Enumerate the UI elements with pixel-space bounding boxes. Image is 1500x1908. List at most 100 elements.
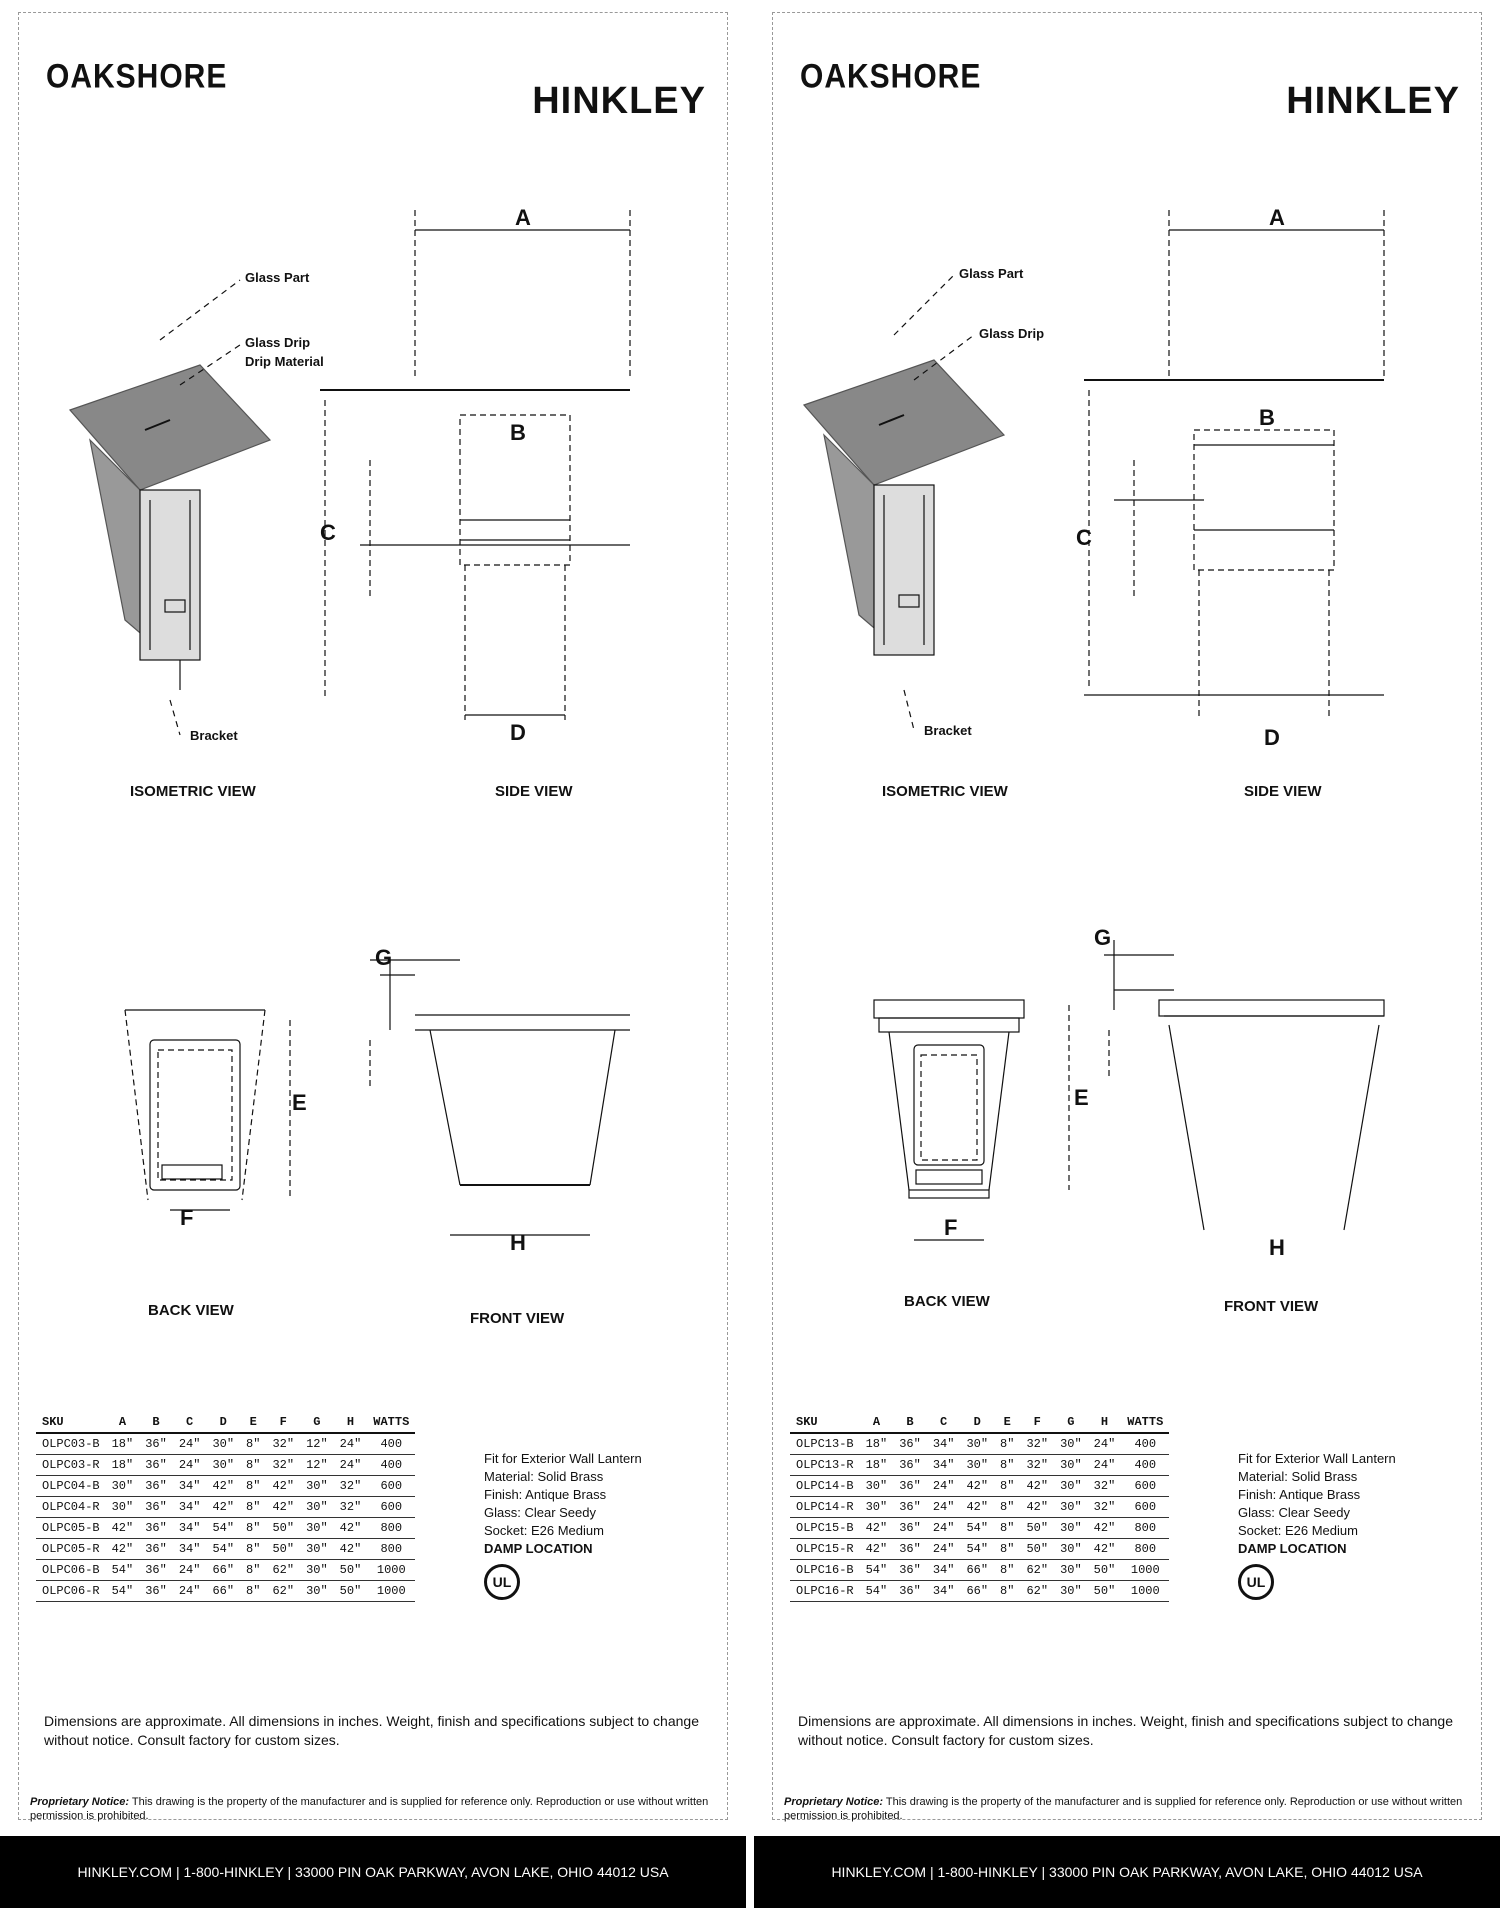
ul-certification-icon: UL <box>484 1564 520 1600</box>
table-cell: 50" <box>1020 1517 1055 1539</box>
col-header: G <box>1054 1412 1088 1434</box>
col-header: B <box>893 1412 927 1434</box>
table-cell: 400 <box>1121 1433 1170 1455</box>
table-cell: 24" <box>1087 1454 1122 1476</box>
back-view-drawing <box>124 1009 291 1211</box>
table-cell: 8" <box>994 1475 1021 1497</box>
legal-title: Proprietary Notice: <box>784 1796 884 1808</box>
sheet-frame <box>772 12 1482 1820</box>
table-cell: 1000 <box>367 1580 416 1602</box>
table-cell: 62" <box>1020 1580 1055 1602</box>
table-cell: 36" <box>893 1559 927 1581</box>
table-cell: 42" <box>206 1496 241 1518</box>
table-cell: 8" <box>994 1454 1021 1476</box>
dim-label-f: F <box>180 1205 193 1230</box>
dim-label-h: H <box>510 1230 526 1255</box>
table-cell: 8" <box>994 1559 1021 1581</box>
table-cell: 36" <box>893 1496 927 1518</box>
table-cell: OLPC05-R <box>36 1538 106 1560</box>
table-cell: OLPC03-R <box>36 1454 106 1476</box>
table-cell: 30" <box>206 1454 241 1476</box>
table-cell: 18" <box>105 1433 140 1455</box>
table-cell: 36" <box>139 1496 173 1518</box>
table-cell: 36" <box>893 1454 927 1476</box>
table-cell: 54" <box>859 1580 894 1602</box>
table-cell: 24" <box>172 1454 207 1476</box>
note-line: Socket: E26 Medium <box>484 1523 604 1538</box>
table-cell: 34" <box>172 1475 207 1497</box>
col-header: E <box>994 1412 1021 1434</box>
table-cell: 42" <box>333 1517 368 1539</box>
table-cell: 50" <box>1087 1559 1122 1581</box>
table-cell: 42" <box>960 1496 995 1518</box>
table-cell: OLPC16-R <box>790 1580 860 1602</box>
table-cell: 54" <box>960 1538 995 1560</box>
table-cell: 54" <box>960 1517 995 1539</box>
table-cell: 66" <box>960 1580 995 1602</box>
dim-label-b: B <box>1259 405 1275 430</box>
table-cell: OLPC06-B <box>36 1559 106 1581</box>
dim-label-b: B <box>510 420 526 445</box>
callout-glass-drip: Glass Drip <box>979 326 1044 341</box>
col-header: H <box>1087 1412 1122 1434</box>
col-header: C <box>172 1412 207 1434</box>
table-cell: 50" <box>1020 1538 1055 1560</box>
table-cell: 30" <box>1054 1433 1088 1455</box>
dim-label-e: E <box>1074 1085 1089 1110</box>
table-cell: 24" <box>172 1580 207 1602</box>
table-cell: 8" <box>240 1538 267 1560</box>
table-cell: 50" <box>266 1538 301 1560</box>
spec-sheet-right: OAKSHORE HINKLEY <box>754 0 1500 1908</box>
legal-title: Proprietary Notice: <box>30 1796 130 1808</box>
table-cell: 24" <box>926 1496 961 1518</box>
dimensions-footnote: Dimensions are approximate. All dimensio… <box>44 1713 699 1748</box>
table-cell: 24" <box>926 1517 961 1539</box>
col-header: B <box>139 1412 173 1434</box>
table-cell: 600 <box>1121 1496 1170 1518</box>
table-cell: 32" <box>1087 1496 1122 1518</box>
table-cell: 800 <box>1121 1517 1170 1539</box>
table-cell: 54" <box>105 1580 140 1602</box>
table-cell: 34" <box>926 1559 961 1581</box>
dim-label-a: A <box>1269 205 1285 230</box>
table-cell: 42" <box>1020 1496 1055 1518</box>
table-cell: 8" <box>240 1475 267 1497</box>
table-cell: 62" <box>1020 1559 1055 1581</box>
brand-name: OAKSHORE <box>46 57 228 96</box>
brand-name: OAKSHORE <box>800 57 982 96</box>
table-cell: 30" <box>1054 1517 1088 1539</box>
table-cell: 18" <box>105 1454 140 1476</box>
table-cell: 8" <box>240 1580 267 1602</box>
table-cell: 32" <box>266 1454 301 1476</box>
table-cell: 30" <box>960 1433 995 1455</box>
table-cell: 30" <box>1054 1559 1088 1581</box>
dimensions-footnote: Dimensions are approximate. All dimensio… <box>798 1713 1453 1748</box>
table-cell: 34" <box>172 1496 207 1518</box>
table-cell: 8" <box>240 1454 267 1476</box>
table-cell: 54" <box>105 1559 140 1581</box>
col-header: C <box>926 1412 961 1434</box>
back-view-label: BACK VIEW <box>148 1302 234 1319</box>
table-cell: 66" <box>960 1559 995 1581</box>
table-cell: 36" <box>139 1475 173 1497</box>
col-header: F <box>1020 1412 1055 1434</box>
table-cell: 42" <box>1020 1475 1055 1497</box>
sheet-frame <box>18 12 728 1820</box>
table-cell: 36" <box>893 1433 927 1455</box>
table-cell: 42" <box>859 1538 894 1560</box>
table-cell: 36" <box>139 1433 173 1455</box>
table-cell: 66" <box>206 1580 241 1602</box>
col-header: H <box>333 1412 368 1434</box>
front-view-drawing <box>369 959 630 1236</box>
table-cell: 8" <box>994 1580 1021 1602</box>
table-cell: 30" <box>960 1454 995 1476</box>
callout-glass-drip: Glass Drip <box>245 335 310 350</box>
side-view-label: SIDE VIEW <box>1244 783 1322 800</box>
note-line: Material: Solid Brass <box>484 1469 604 1484</box>
dim-label-g: G <box>1094 925 1111 950</box>
